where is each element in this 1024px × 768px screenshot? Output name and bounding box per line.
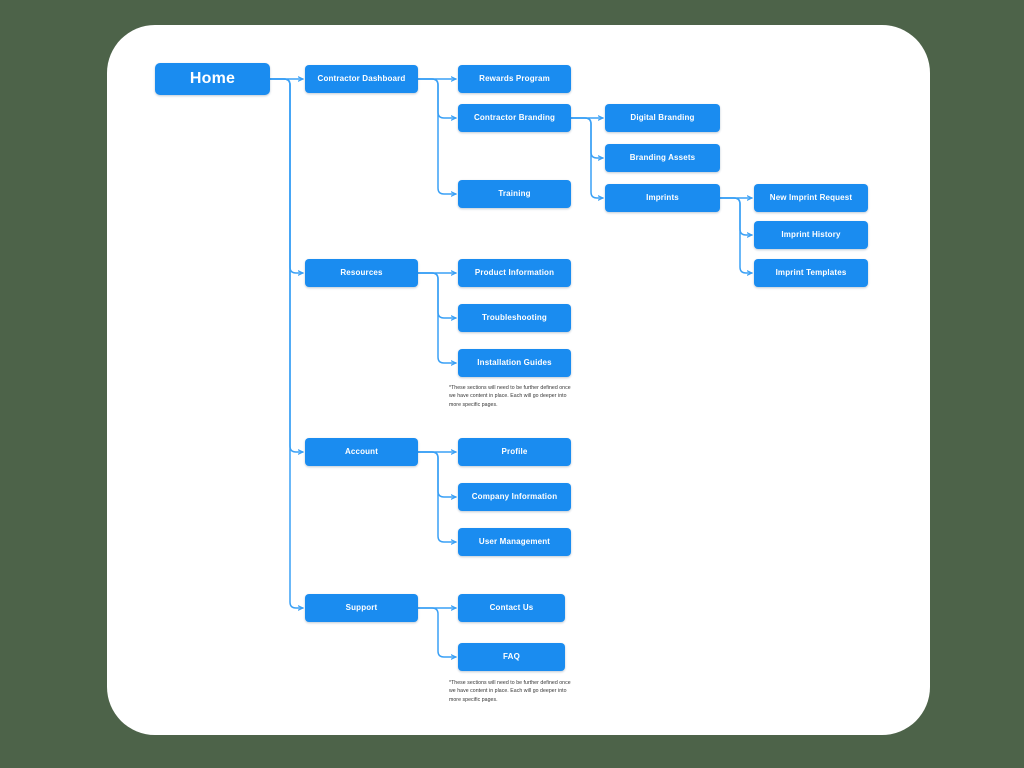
node-troubleshooting[interactable]: Troubleshooting	[458, 304, 571, 332]
node-resources[interactable]: Resources	[305, 259, 418, 287]
node-imprints[interactable]: Imprints	[605, 184, 720, 212]
node-company-information[interactable]: Company Information	[458, 483, 571, 511]
node-training[interactable]: Training	[458, 180, 571, 208]
node-digital-branding[interactable]: Digital Branding	[605, 104, 720, 132]
node-installation-guides[interactable]: Installation Guides	[458, 349, 571, 377]
node-imprint-templates[interactable]: Imprint Templates	[754, 259, 868, 287]
node-branding-assets[interactable]: Branding Assets	[605, 144, 720, 172]
node-support[interactable]: Support	[305, 594, 418, 622]
node-rewards-program[interactable]: Rewards Program	[458, 65, 571, 93]
note-resources: *These sections will need to be further …	[449, 385, 571, 408]
node-contractor-dashboard[interactable]: Contractor Dashboard	[305, 65, 418, 93]
node-product-information[interactable]: Product Information	[458, 259, 571, 287]
node-imprint-history[interactable]: Imprint History	[754, 221, 868, 249]
node-account[interactable]: Account	[305, 438, 418, 466]
note-support: *These sections will need to be further …	[449, 680, 571, 703]
node-contractor-branding[interactable]: Contractor Branding	[458, 104, 571, 132]
node-home[interactable]: Home	[155, 63, 270, 95]
node-profile[interactable]: Profile	[458, 438, 571, 466]
node-user-management[interactable]: User Management	[458, 528, 571, 556]
node-new-imprint-request[interactable]: New Imprint Request	[754, 184, 868, 212]
node-contact-us[interactable]: Contact Us	[458, 594, 565, 622]
node-faq[interactable]: FAQ	[458, 643, 565, 671]
